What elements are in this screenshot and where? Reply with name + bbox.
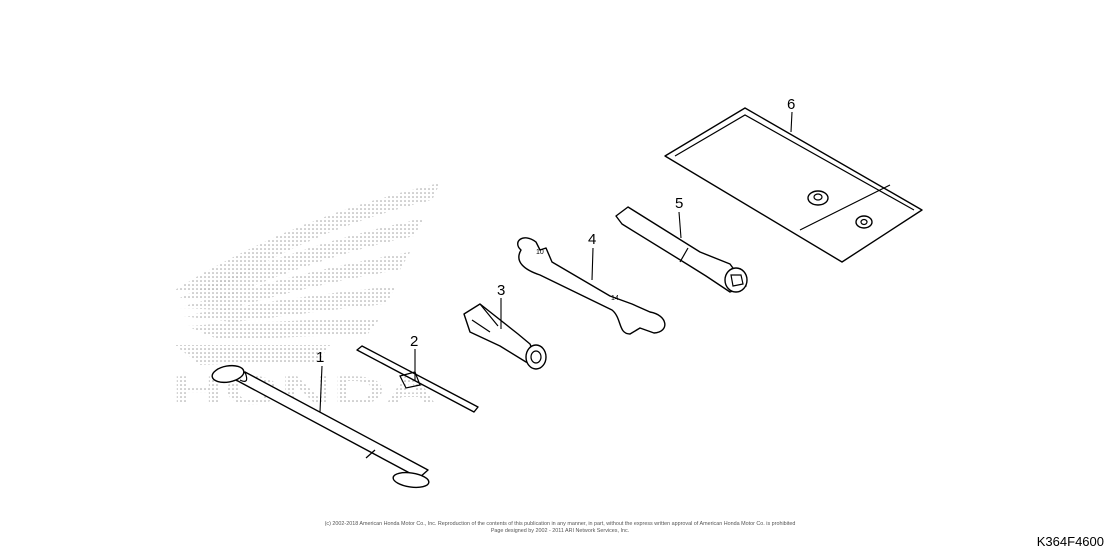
part-4-wrench: 10 14 (517, 237, 666, 335)
callout-leaders (319, 111, 793, 413)
part-6-tool-bag (664, 107, 923, 263)
callout-4: 4 (588, 231, 596, 248)
wrench-size-a: 10 (536, 249, 544, 256)
callout-3: 3 (497, 282, 505, 299)
honda-wing-logo: HONDA (172, 183, 440, 413)
callout-2: 2 (410, 333, 418, 350)
figure-code: K364F4600 (1036, 534, 1104, 549)
part-3-socket-handle (463, 303, 547, 370)
callout-6: 6 (787, 96, 795, 113)
wrench-size-b: 14 (611, 295, 619, 302)
part-2-screwdriver-bit (356, 345, 479, 413)
copyright-line-2: Page designed by 2002 - 2011 ARI Network… (490, 528, 630, 534)
callout-1: 1 (316, 349, 324, 366)
copyright-notice: (c) 2002-2018 American Honda Motor Co., … (230, 521, 890, 535)
part-1-handle (211, 364, 430, 489)
callout-5: 5 (675, 195, 683, 212)
copyright-line-1: (c) 2002-2018 American Honda Motor Co., … (324, 521, 796, 527)
part-5-plug-wrench (615, 206, 748, 293)
